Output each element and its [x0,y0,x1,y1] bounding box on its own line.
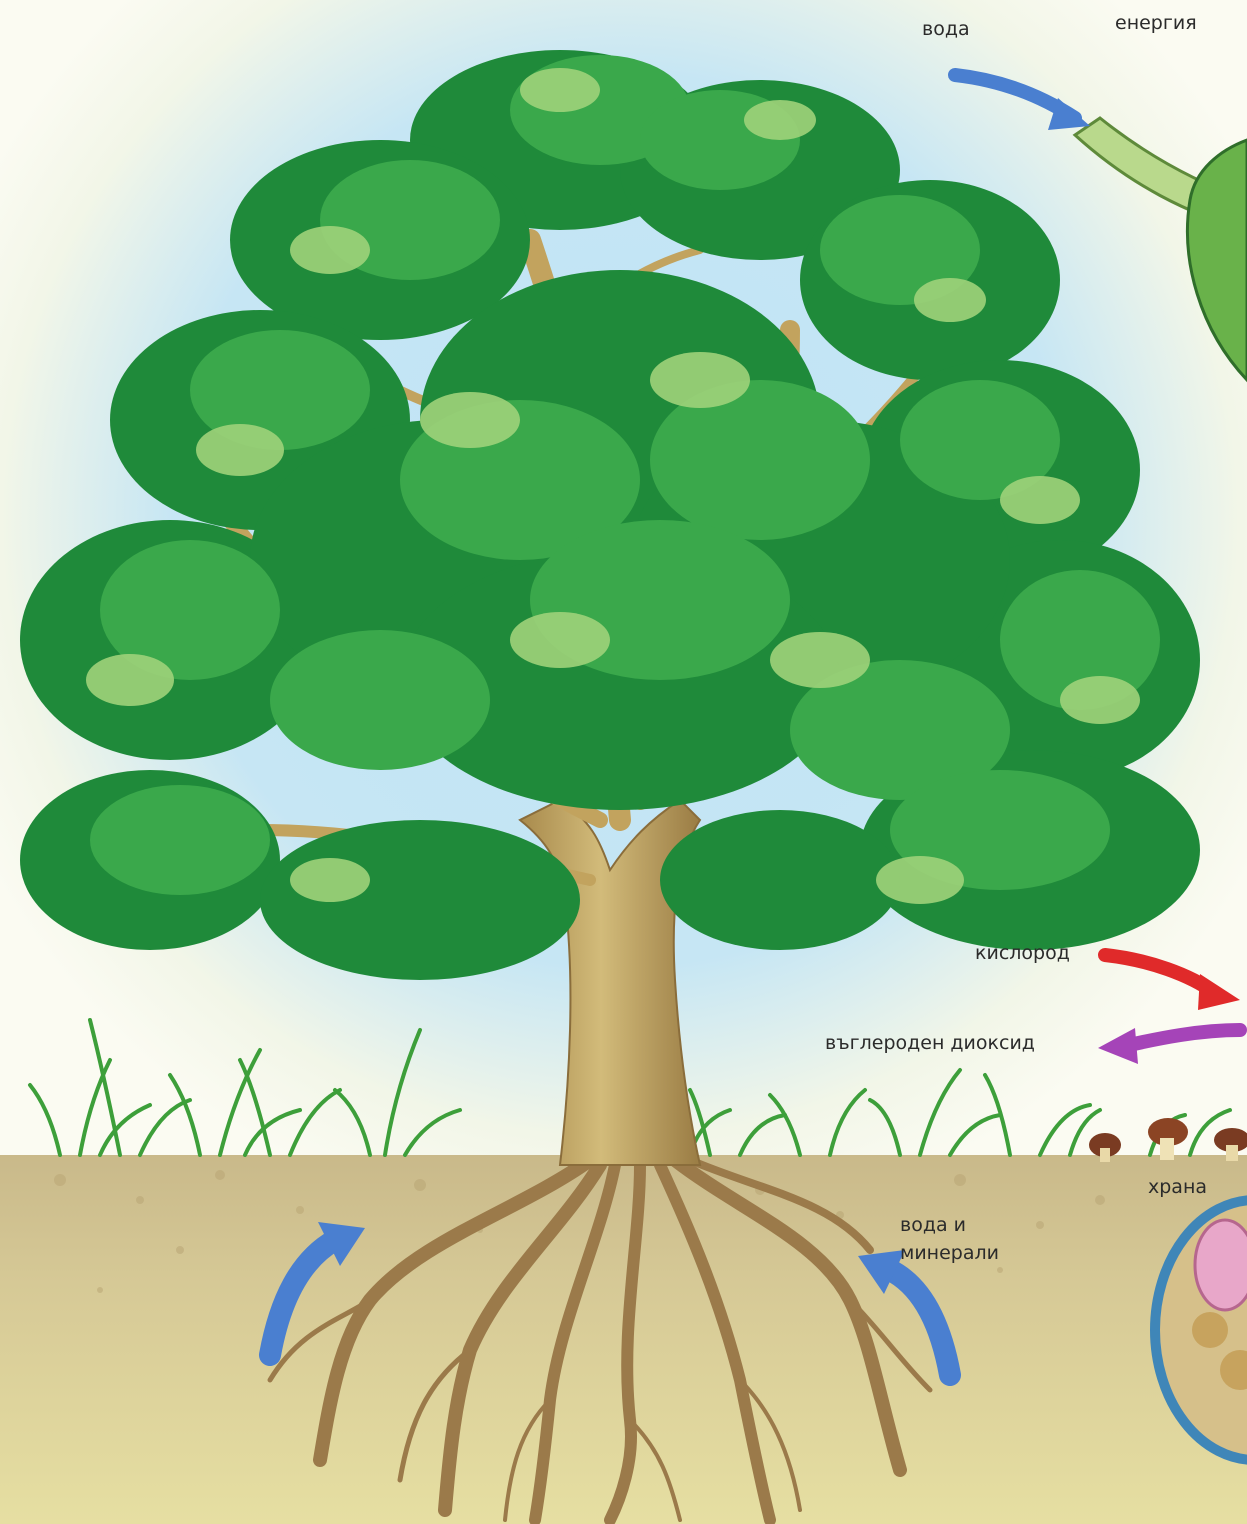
label-water-minerals-line1: вода и [900,1214,966,1237]
label-water-top: вода [922,18,970,41]
label-water-minerals-line2: минерали [900,1242,999,1265]
label-energy: енергия [1115,12,1197,35]
label-oxygen: кислород [975,942,1070,965]
label-food: храна [1148,1176,1207,1199]
label-carbon-dioxide: въглероден диоксид [825,1032,1035,1055]
